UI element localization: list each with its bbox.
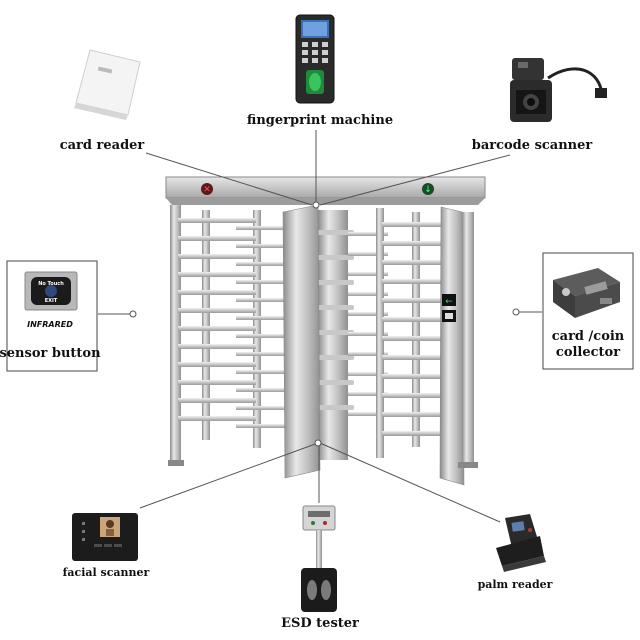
label-palm-reader: palm reader bbox=[478, 578, 553, 591]
dot-right bbox=[512, 308, 520, 316]
rotor-rings bbox=[312, 230, 354, 410]
label-card-reader: card reader bbox=[60, 138, 145, 153]
center-divider-panel bbox=[282, 204, 321, 479]
line-facial bbox=[139, 442, 319, 509]
esd-tester-icon bbox=[301, 505, 337, 612]
sensor-button-icon: No Touch EXIT bbox=[24, 271, 78, 311]
label-esd-tester: ESD tester bbox=[281, 616, 359, 631]
top-beam-underside bbox=[166, 198, 485, 205]
facial-scanner-icon bbox=[72, 513, 138, 561]
label-card-coin-line1: card /coin bbox=[552, 329, 625, 344]
hub-dot-top bbox=[312, 201, 320, 209]
right-inner-post bbox=[376, 208, 384, 458]
no-touch-text: No Touch bbox=[38, 281, 64, 287]
card-reader-icon bbox=[74, 49, 141, 120]
right-fence-bars bbox=[382, 222, 444, 436]
label-barcode-scanner: barcode scanner bbox=[472, 138, 593, 153]
exit-text: EXIT bbox=[45, 298, 58, 304]
panel-go-indicator-icon: ← bbox=[442, 294, 456, 307]
right-rotor-arms bbox=[348, 232, 388, 416]
label-fingerprint: fingerprint machine bbox=[247, 113, 393, 128]
svg-text:←: ← bbox=[445, 297, 453, 307]
top-beam bbox=[165, 176, 486, 199]
label-infrared: INFRARED bbox=[27, 320, 73, 329]
panel-card-indicator-icon bbox=[442, 310, 456, 322]
label-card-coin-line2: collector bbox=[556, 345, 620, 360]
left-rotor-arms bbox=[236, 226, 286, 428]
palm-reader-icon bbox=[496, 514, 546, 572]
svg-text:↓: ↓ bbox=[424, 185, 432, 195]
right-foot bbox=[458, 462, 478, 468]
coin-collector-icon bbox=[553, 268, 620, 318]
left-post bbox=[170, 205, 181, 465]
line-card-reader bbox=[145, 152, 313, 206]
hub-dot-bottom bbox=[314, 439, 322, 447]
stop-light-icon: ✕ bbox=[201, 183, 213, 195]
left-fence-bars bbox=[178, 218, 256, 421]
dot-left bbox=[129, 310, 137, 318]
label-sensor-button: sensor button bbox=[0, 346, 101, 361]
full-height-turnstile: ✕ ↓ bbox=[165, 176, 486, 486]
barcode-scanner-icon bbox=[510, 58, 607, 122]
go-light-icon: ↓ bbox=[422, 183, 434, 195]
left-foot bbox=[168, 460, 184, 466]
right-mid-post bbox=[412, 212, 420, 447]
left-mid-post bbox=[253, 210, 261, 448]
connector-dots bbox=[129, 201, 520, 447]
connector-lines bbox=[98, 130, 542, 523]
svg-text:✕: ✕ bbox=[203, 185, 211, 195]
label-facial-scanner: facial scanner bbox=[63, 566, 150, 579]
left-inner-post bbox=[202, 210, 210, 440]
line-barcode bbox=[319, 154, 511, 206]
right-post bbox=[462, 212, 474, 467]
fingerprint-machine-icon bbox=[295, 14, 335, 104]
line-palm bbox=[319, 442, 501, 523]
right-side-panel bbox=[439, 206, 465, 486]
